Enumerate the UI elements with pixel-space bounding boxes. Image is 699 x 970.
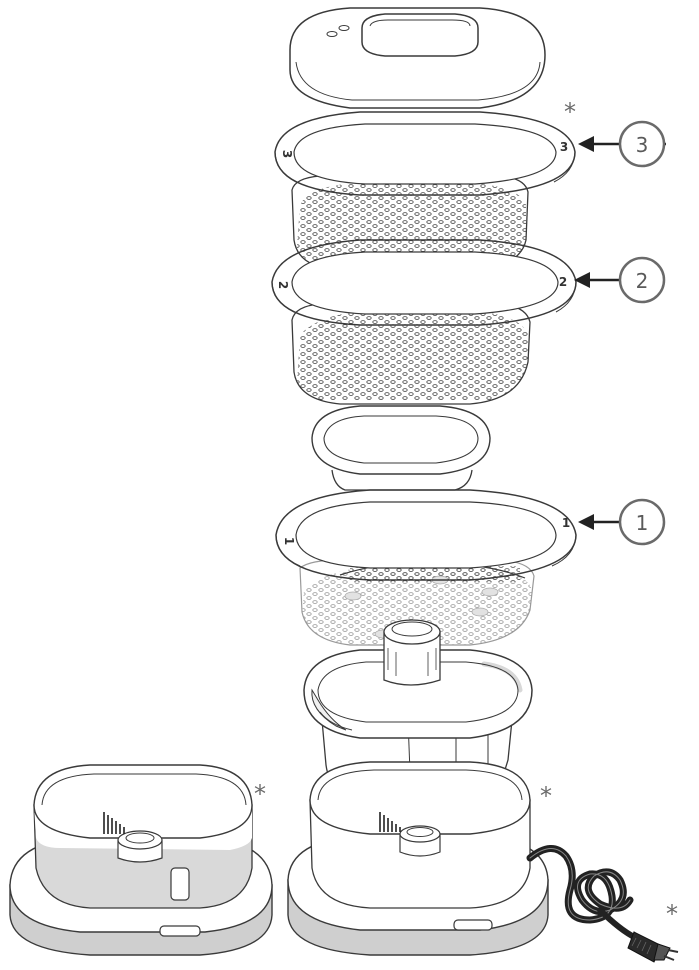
callout-2-circle <box>618 256 666 304</box>
tier-marking-2-left: 2 <box>276 281 290 289</box>
callout-2-label: 2 <box>636 269 649 293</box>
arrow-left-icon <box>578 514 594 530</box>
water-tank-base-icon <box>287 761 549 956</box>
tier-marking-2-right: 2 <box>559 275 567 289</box>
tier-marking-3-right: 3 <box>560 140 568 154</box>
callout-2: 2 <box>574 256 666 304</box>
rice-bowl-icon <box>311 405 491 491</box>
tier-marking-1-left: 1 <box>282 537 296 545</box>
arrow-left-icon <box>578 136 594 152</box>
callout-3-label: 3 <box>636 133 649 157</box>
plug-icon <box>627 931 679 963</box>
callout-1-circle <box>618 498 666 546</box>
callout-1-label: 1 <box>636 511 649 535</box>
asterisk-basket-3: * <box>564 98 576 126</box>
power-cord-icon <box>526 845 679 963</box>
tier-marking-1-right: 1 <box>562 516 570 530</box>
tier-marking-3-left: 3 <box>280 150 294 158</box>
water-tank-base-alt <box>9 764 273 956</box>
asterisk-base: * <box>540 782 552 810</box>
steam-basket-1: 1 1 <box>275 489 577 646</box>
arrow-left-icon <box>574 272 590 288</box>
asterisk-cord: * <box>666 900 678 928</box>
steam-basket-2: 2 2 <box>271 239 577 405</box>
steamer-lid-icon <box>289 7 546 109</box>
asterisk-alt-base: * <box>254 780 266 808</box>
callout-3: 3 <box>578 120 666 168</box>
callout-1: 1 <box>578 498 666 546</box>
callout-3-circle <box>618 120 666 168</box>
